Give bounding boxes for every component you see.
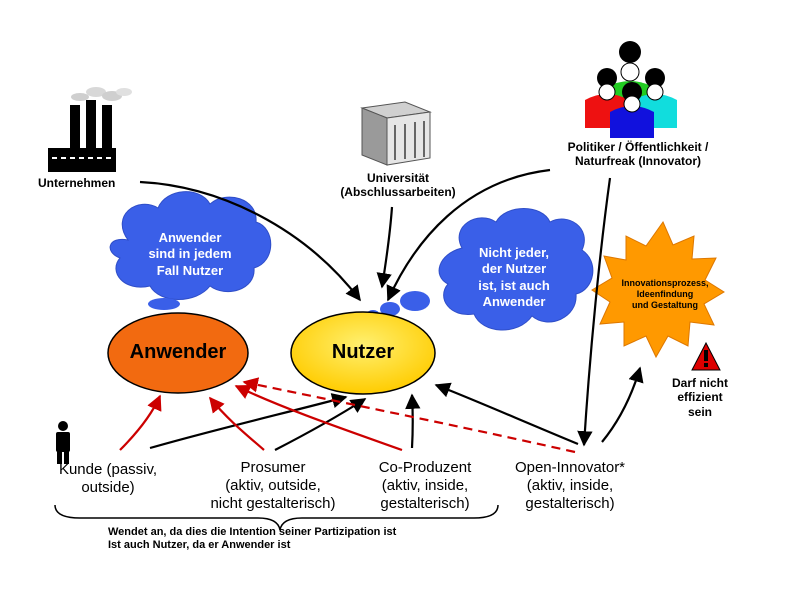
- arrow-politiker-nutzer: [386, 168, 551, 302]
- cloud-text-right: Nicht jeder, der Nutzer ist, ist auch An…: [478, 245, 550, 309]
- thought-cloud-left: [109, 191, 272, 321]
- arrow-openinnovator-nutzer: [434, 382, 579, 446]
- anwender-label: Anwender: [129, 341, 227, 363]
- warning-icon: [691, 341, 721, 371]
- label-prosumer: Prosumer (aktiv, outside, nicht gestalte…: [210, 459, 336, 512]
- arrow-politiker-openinnovator: [577, 177, 612, 447]
- label-innovationsprozess: Innovationsprozess, Ideenfindung und Ges…: [621, 278, 709, 310]
- arrow-kunde-anwender: [119, 394, 162, 451]
- footnote: Wendet an, da dies die Intention seiner …: [108, 526, 397, 552]
- anwender-ellipse: [107, 312, 249, 394]
- arrow-coproduzent-anwender: [234, 385, 403, 452]
- group-brace: [54, 504, 499, 531]
- people-group-icon: [585, 41, 677, 138]
- arrow-universitaet-nutzer: [376, 206, 394, 289]
- label-warning: Darf nicht effizient sein: [671, 376, 728, 419]
- label-openinnovator: Open-Innovator* (aktiv, inside, gestalte…: [514, 459, 626, 512]
- arrow-kunde-nutzer: [149, 393, 348, 450]
- arrow-prosumer-nutzer: [274, 398, 367, 451]
- label-politiker: Politiker / Öffentlichkeit / Naturfreak …: [567, 140, 709, 169]
- arrow-coproduzent-nutzer: [405, 393, 421, 449]
- university-building-icon: [360, 101, 432, 166]
- arrow-openinnovator-anwender-dashed: [242, 377, 576, 454]
- factory-icon: [48, 87, 132, 172]
- arrow-prosumer-anwender: [209, 396, 265, 451]
- label-kunde: Kunde (passiv, outside): [58, 461, 158, 496]
- cloud-text-left: Anwender sind in jedem Fall Nutzer: [148, 230, 232, 278]
- arrow-unternehmen-nutzer: [139, 180, 361, 302]
- nutzer-ellipse: [290, 311, 436, 395]
- innovation-starburst: [591, 220, 725, 359]
- arrow-openinnovator-starburst: [601, 366, 644, 443]
- thought-cloud-right: [367, 208, 594, 331]
- label-coproduzent: Co-Produzent (aktiv, inside, gestalteris…: [378, 459, 472, 512]
- label-unternehmen: Unternehmen: [38, 176, 116, 190]
- label-universitaet: Universität (Abschlussarbeiten): [340, 171, 456, 200]
- nutzer-label: Nutzer: [331, 341, 395, 363]
- person-icon: [56, 421, 70, 464]
